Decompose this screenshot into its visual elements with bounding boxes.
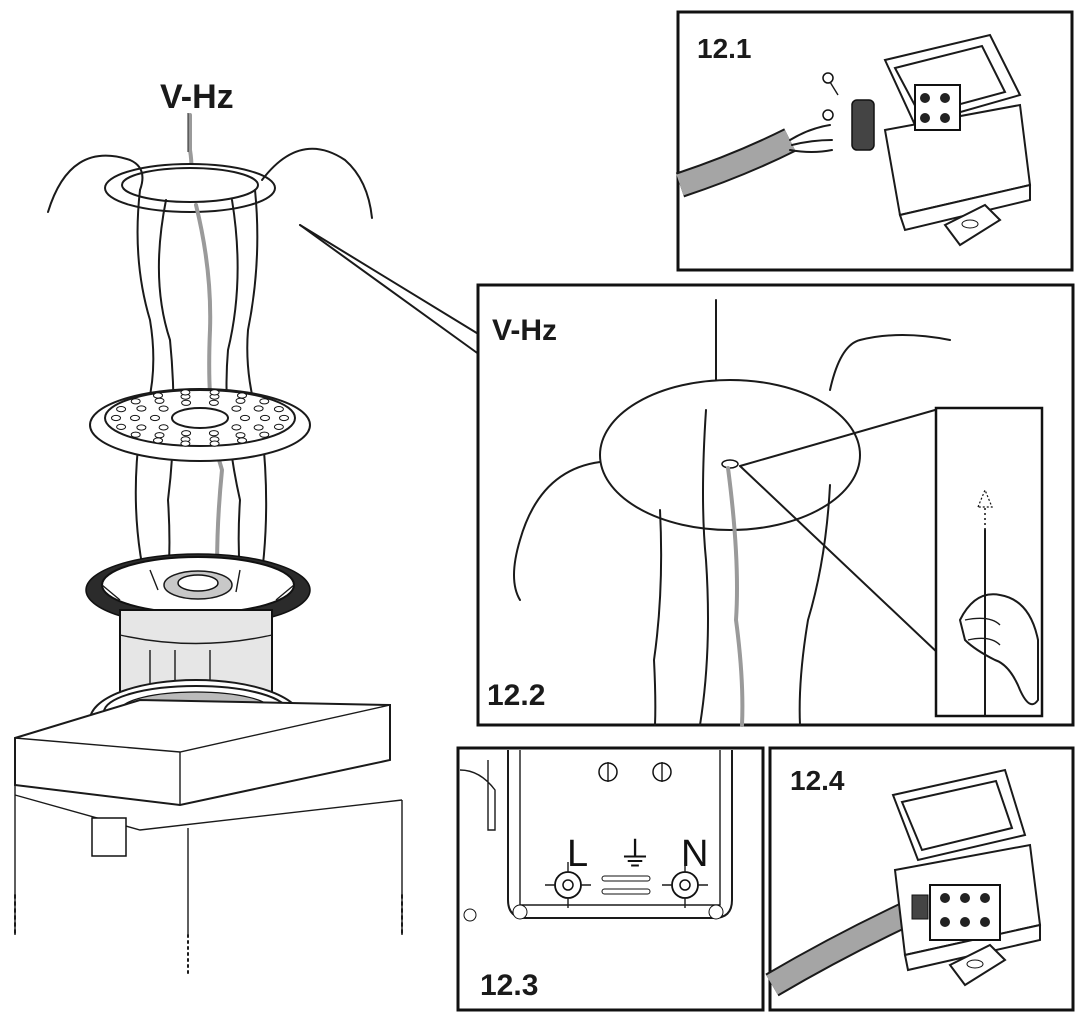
plate-hole	[116, 406, 127, 413]
plate-hole	[130, 431, 141, 438]
plate-hole	[273, 423, 284, 430]
top-ring	[104, 163, 276, 213]
perforated-plate	[89, 388, 311, 462]
terminal-live-label: L	[567, 833, 588, 875]
plate-hole	[208, 430, 219, 437]
plate-hole	[235, 432, 246, 439]
panel-label: 12.3	[480, 969, 538, 1002]
plate-hole	[235, 397, 246, 404]
motor-ring	[85, 553, 311, 627]
plate-hole	[209, 440, 220, 447]
plate-hole	[111, 414, 121, 422]
main-assembly: V-Hz	[14, 78, 481, 976]
plate-hole	[237, 437, 247, 444]
plate-hole	[153, 392, 163, 399]
plate-hole	[209, 389, 220, 396]
supply-label-main: V-Hz	[160, 78, 234, 116]
junction-box	[883, 33, 1032, 247]
terminal-screws	[598, 762, 672, 782]
plate-hole	[130, 414, 140, 422]
supply-label-detail: V-Hz	[492, 314, 557, 347]
plate-hole	[253, 424, 264, 431]
plate-hole	[231, 424, 242, 431]
plate-hole	[136, 424, 147, 431]
plate-hole	[154, 397, 165, 404]
terminal-posts	[545, 862, 708, 908]
panel-label: 12.4	[790, 765, 845, 796]
plate-hole	[130, 398, 141, 405]
plate-holes	[111, 389, 289, 447]
plate-hole	[181, 430, 192, 437]
plate-hole	[136, 405, 147, 412]
panel-12-2: V-Hz 12.2	[476, 283, 1075, 727]
cable-clamp	[851, 99, 875, 151]
earth-icon: ⏚	[618, 835, 652, 875]
plate-hole	[237, 392, 247, 399]
callout-line-b	[299, 224, 481, 336]
ceiling-plate	[599, 379, 861, 531]
plate-hole	[253, 405, 264, 412]
plate-hole	[240, 414, 250, 422]
plate-hole	[208, 399, 219, 406]
detail-wires	[513, 299, 951, 727]
panel-label: 12.2	[487, 679, 545, 712]
plate-hole	[150, 414, 160, 422]
suspension-wires	[47, 147, 373, 611]
plate-hole	[153, 437, 163, 444]
plate-hole	[181, 399, 192, 406]
junction-box-wired	[891, 768, 1042, 987]
plate-hole	[231, 405, 242, 412]
plate-hole	[158, 424, 169, 431]
plate-hole	[259, 398, 270, 405]
ceiling-box	[14, 698, 403, 976]
callout-line-a	[299, 224, 481, 356]
plate-hole	[180, 389, 191, 396]
screw-icon	[822, 72, 839, 121]
plate-hole	[260, 414, 270, 422]
plate-hole	[180, 440, 191, 447]
plate-hole	[273, 406, 284, 413]
inset-hand	[739, 406, 1044, 718]
panel-label: 12.1	[697, 33, 752, 64]
plate-hole	[158, 405, 169, 412]
panel-12-1: 12.1	[675, 10, 1074, 272]
plate-hole	[259, 431, 270, 438]
panel-12-4: 12.4	[765, 746, 1075, 1012]
panel-12-3: 12.3 L ⏚ N	[456, 746, 765, 1012]
plate-hole	[116, 423, 127, 430]
plate-hole	[279, 414, 289, 422]
plate-hole	[154, 432, 165, 439]
